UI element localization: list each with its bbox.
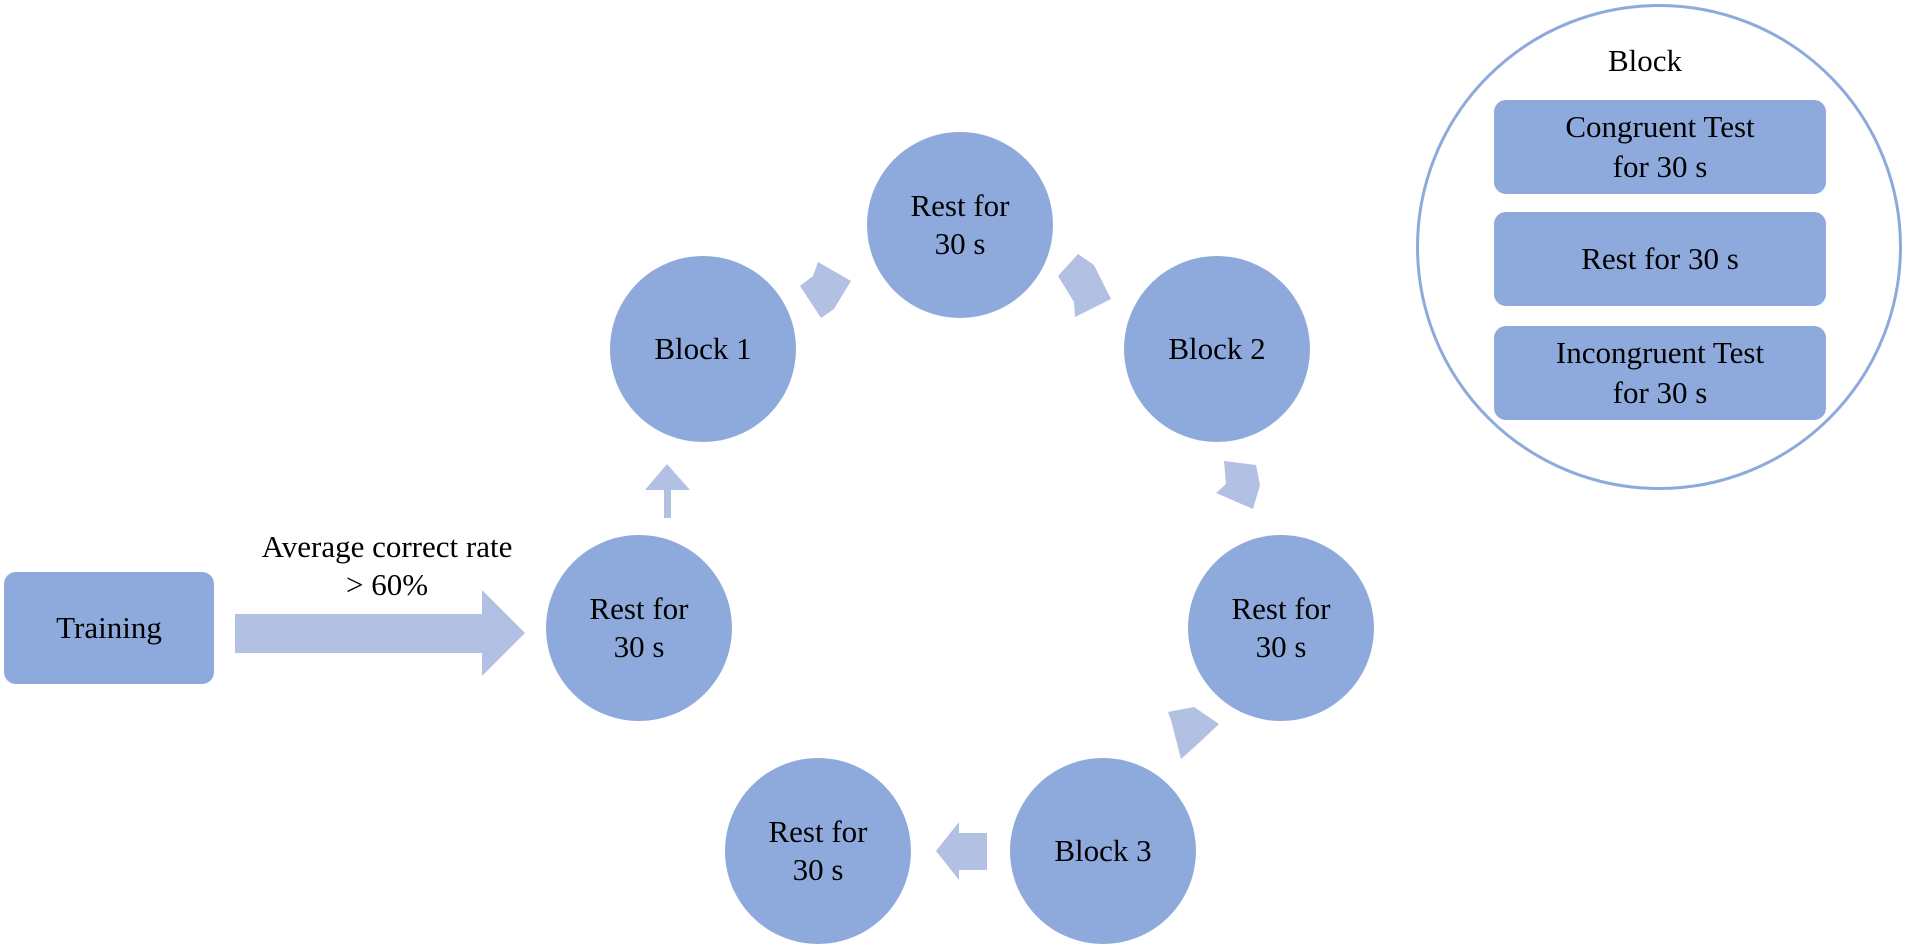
training-box: Training (4, 572, 214, 684)
block-step-incongruent: Incongruent Test for 30 s (1494, 326, 1826, 420)
block-2-label: Block 2 (1168, 331, 1266, 366)
block-legend-title: Block (1607, 43, 1683, 78)
block-step-congruent: Congruent Test for 30 s (1494, 100, 1826, 194)
rest-node-d: Rest for 30 s (725, 758, 911, 944)
block-1-label: Block 1 (654, 331, 752, 366)
arrow-block2-to-rest (1216, 461, 1260, 509)
arrow-rest-to-block3 (1168, 707, 1219, 759)
rest-node-d-label: Rest for 30 s (768, 814, 868, 887)
block-3-label: Block 3 (1054, 833, 1152, 868)
rest-node-a: Rest for 30 s (546, 535, 732, 721)
arrow-block1-to-rest (800, 262, 851, 318)
block-3-node: Block 3 (1010, 758, 1196, 944)
rest-node-c: Rest for 30 s (1188, 535, 1374, 721)
arrow-block3-to-rest (936, 822, 987, 880)
arrow-training-to-rest (235, 590, 525, 676)
block-1-node: Block 1 (610, 256, 796, 442)
transition-condition-label: Average correct rate > 60% (261, 529, 513, 602)
block-legend-circle (1416, 4, 1902, 490)
arrow-rest-to-block1 (645, 464, 690, 518)
rest-node-b: Rest for 30 s (867, 132, 1053, 318)
rest-node-c-label: Rest for 30 s (1231, 591, 1331, 664)
training-label: Training (56, 610, 162, 645)
rest-node-b-label: Rest for 30 s (910, 188, 1010, 261)
block-step-rest-label: Rest for 30 s (1581, 241, 1739, 276)
rest-node-a-label: Rest for 30 s (589, 591, 689, 664)
block-2-node: Block 2 (1124, 256, 1310, 442)
block-step-incongruent-label: Incongruent Test for 30 s (1555, 335, 1765, 410)
block-step-rest: Rest for 30 s (1494, 212, 1826, 306)
block-step-congruent-label: Congruent Test for 30 s (1565, 109, 1755, 184)
arrow-rest-to-block2 (1058, 254, 1111, 317)
